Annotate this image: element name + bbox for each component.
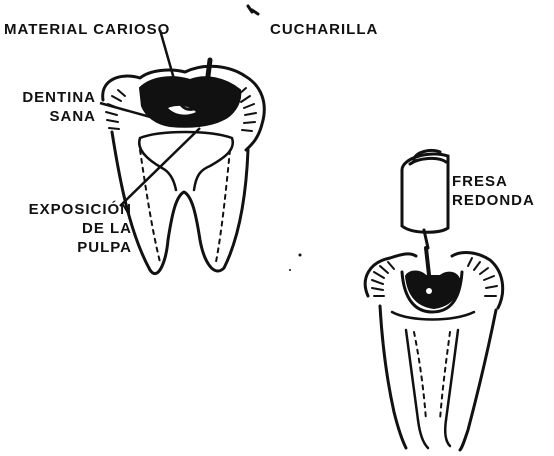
label-sana: SANA: [6, 107, 96, 126]
right-tooth-root-apex: [418, 420, 450, 448]
label-exposicion: EXPOSICIÓN: [2, 200, 132, 219]
cucharilla-handle-mark: [248, 6, 258, 14]
label-pulpa: PULPA: [2, 238, 132, 257]
carious-material: [140, 77, 240, 127]
left-tooth-canal-left: [140, 150, 160, 262]
label-redonda: REDONDA: [452, 191, 535, 210]
left-tooth-canal-right: [216, 150, 230, 262]
label-material-carioso: MATERIAL CARIOSO: [4, 20, 170, 39]
label-dentina: DENTINA: [6, 88, 96, 107]
right-tooth-root-outer: [380, 306, 496, 450]
right-tooth-root-inner: [406, 330, 458, 420]
label-de-la: DE LA: [2, 219, 132, 238]
bur-head-highlight: [426, 288, 432, 294]
label-cucharilla: CUCHARILLA: [270, 20, 378, 39]
stray-marks: [289, 254, 302, 272]
label-fresa: FRESA: [452, 172, 508, 191]
bur-head: [422, 284, 442, 304]
handpiece-head: [402, 154, 448, 232]
right-tooth-enamel-left: [372, 262, 394, 296]
